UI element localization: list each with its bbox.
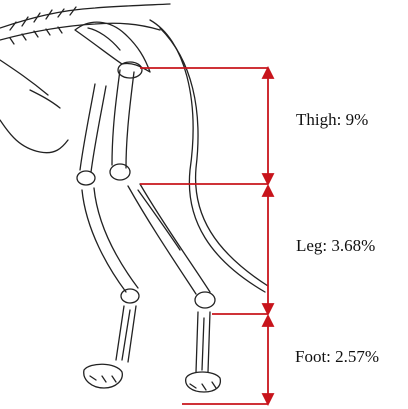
foot-label: Foot: 2.57% — [295, 347, 379, 367]
paw — [186, 372, 221, 392]
femur — [112, 70, 134, 168]
thigh-label: Thigh: 9% — [296, 110, 368, 130]
metatarsal — [196, 312, 210, 372]
leg-label: Leg: 3.68% — [296, 236, 375, 256]
